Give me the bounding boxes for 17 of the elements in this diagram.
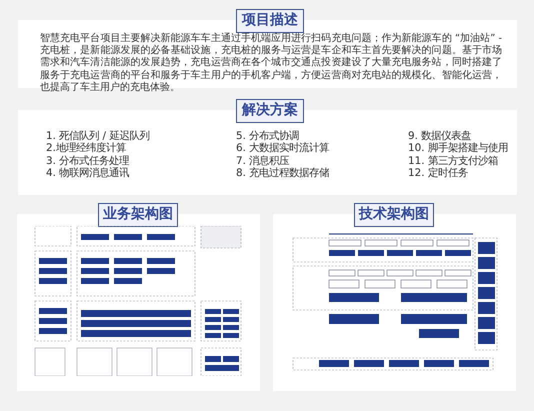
solution-item: 1. 死信队列 / 延迟队列 — [46, 130, 150, 142]
solution-item: 9. 数据仪表盘 — [408, 130, 472, 142]
solution-item: 6. 大数据实时流计算 — [236, 142, 330, 154]
solution-item: 3. 分布式任务处理 — [46, 154, 130, 167]
solution-item: 7. 消息积压 — [236, 154, 290, 167]
solution-item: 12. 定时任务 — [408, 166, 468, 179]
section-heading: 项目描述 — [236, 9, 304, 33]
solution-item: 10. 脚手架搭建与使用 — [408, 142, 508, 154]
solution-item: 5. 分布式协调 — [236, 130, 300, 142]
description-text: 智慧充电平台项目主要解决新能源车车主通过手机端应用进行扫码充电问题；作为新能源车的 “加油站” - 充电桩，是新能源发展的必备基础设施，充电桩的服务与运营是车企和车主首先要解决的问题。基于市场需求和汽车清洁能源的发展趋势，充电运营商在各个城市交通点投资建设了大量充电服务站，同时搭建了服务于充电运营商的平台和服务于车主用户的手机客户端，方便运营商对充电站的规模化、智能化运营，也提高了车主用户的充电体验。 — [40, 33, 502, 94]
section-heading: 业务架构图 — [98, 203, 178, 227]
solution-item: 11. 第三方支付沙箱 — [408, 154, 498, 167]
solution-item: 8. 充电过程数据存储 — [236, 166, 330, 179]
solution-item: 2.地理经纬度计算 — [46, 142, 126, 154]
section-heading: 技术架构图 — [354, 203, 434, 227]
solution-item: 4. 物联网消息通讯 — [46, 166, 130, 179]
section-heading: 解决方案 — [236, 99, 304, 123]
